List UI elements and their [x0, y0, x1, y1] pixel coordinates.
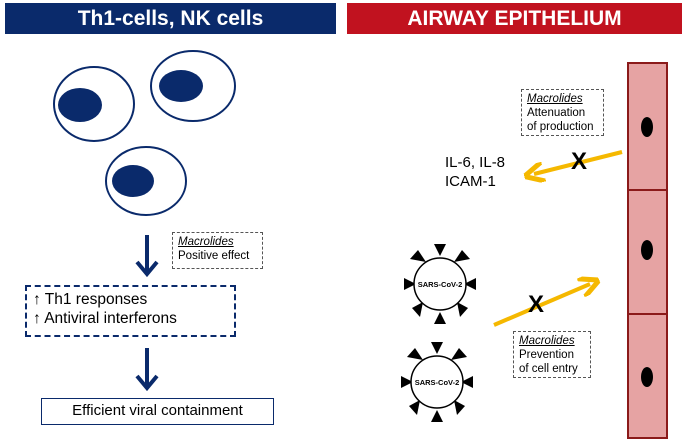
- sars-cov-2-virus-1: SARS-CoV-2: [404, 244, 476, 324]
- cytokine-release-arrow: [534, 150, 623, 174]
- virus-label-1: SARS-CoV-2: [418, 280, 463, 289]
- viral-entry-arrow: [493, 284, 590, 327]
- immune-cell-2: [150, 50, 236, 122]
- cytokine-labels: IL-6, IL-8 ICAM-1: [445, 153, 505, 191]
- cytokine-icam1: ICAM-1: [445, 173, 496, 190]
- macrolides-positive-text: Positive effect: [178, 250, 250, 262]
- down-arrow-1: [135, 235, 159, 278]
- block-mark-bottom: X: [528, 291, 545, 318]
- macrolides-prevention-box: Macrolides Prevention of cell entry: [513, 331, 591, 378]
- attenuation-line-2: of production: [527, 121, 594, 133]
- antiviral-interferons-line: ↑ Antiviral interferons: [33, 310, 177, 327]
- th1-responses-line: ↑ Th1 responses: [33, 291, 148, 308]
- macrolides-attenuation-title: Macrolides: [527, 93, 583, 105]
- prevention-line-1: Prevention: [519, 349, 574, 361]
- epithelial-cell-1: [627, 62, 668, 191]
- virus-label-2: SARS-CoV-2: [415, 378, 460, 387]
- macrolides-attenuation-box: Macrolides Attenuation of production: [521, 89, 604, 136]
- attenuation-line-1: Attenuation: [527, 107, 586, 119]
- macrolides-positive-title: Macrolides: [178, 236, 234, 248]
- macrolides-prevention-title: Macrolides: [519, 335, 575, 347]
- left-panel-title: Th1-cells, NK cells: [5, 3, 336, 34]
- epithelial-cell-2: [627, 189, 668, 315]
- block-mark-top: X: [571, 148, 588, 175]
- viral-containment-box: Efficient viral containment: [41, 398, 274, 425]
- immune-cell-1: [53, 66, 135, 142]
- immune-cell-3: [105, 146, 187, 216]
- down-arrow-2: [135, 348, 159, 392]
- cytokine-il6-il8: IL-6, IL-8: [445, 154, 506, 171]
- prevention-line-2: of cell entry: [519, 363, 578, 375]
- th1-responses-box: ↑ Th1 responses ↑ Antiviral interferons: [25, 285, 236, 337]
- macrolides-positive-box: Macrolides Positive effect: [172, 232, 263, 269]
- sars-cov-2-virus-2: SARS-CoV-2: [401, 342, 473, 422]
- right-panel-title: AIRWAY EPITHELIUM: [347, 3, 682, 34]
- epithelial-cell-3: [627, 313, 668, 439]
